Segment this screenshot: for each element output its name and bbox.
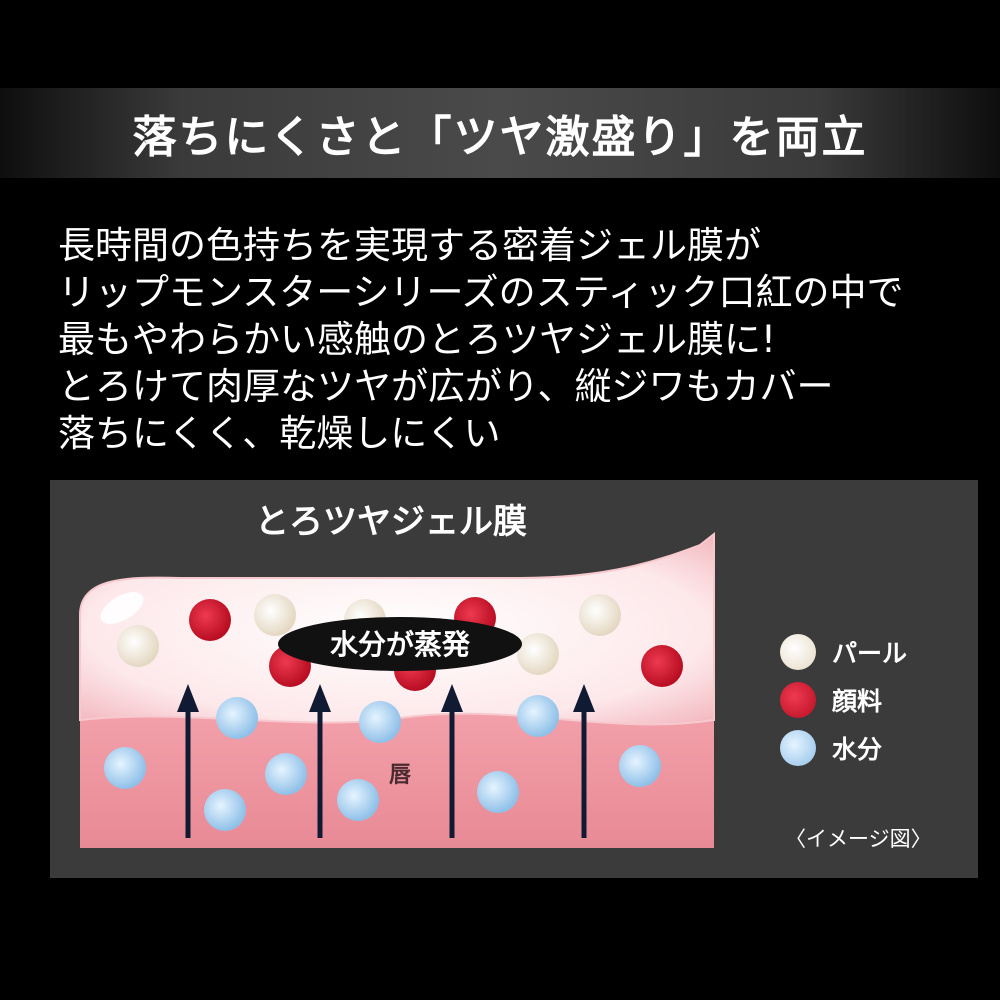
image-note: 〈イメージ図〉 (785, 827, 932, 851)
pearl-particle (579, 594, 621, 636)
diagram-title: とろツヤジェル膜 (255, 502, 527, 542)
legend: パール 顔料 水分 (780, 628, 907, 772)
legend-label: 水分 (832, 735, 883, 764)
description: 長時間の色持ちを実現する密着ジェル膜が リップモンスターシリーズのスティック口紅… (58, 222, 978, 457)
pearl-swatch-icon (780, 634, 816, 670)
legend-item-pigment: 顔料 (780, 676, 907, 724)
pearl-particle (517, 633, 559, 675)
pigment-swatch-icon (780, 682, 816, 718)
legend-label: 顔料 (832, 687, 883, 716)
lip-label: 唇 (389, 763, 412, 788)
pearl-particle (254, 594, 296, 636)
page-title: 落ちにくさと「ツヤ激盛り」を両立 (132, 112, 868, 163)
pigment-particle (189, 599, 231, 641)
gel-highlight (100, 592, 144, 624)
gel-film-diagram: 水分が蒸発 唇 とろツヤジェル膜 パール 顔料 水分 〈イメージ図〉 (50, 480, 978, 878)
water-swatch-icon (780, 730, 816, 766)
evaporation-label: 水分が蒸発 (330, 628, 471, 661)
description-line: 最もやわらかい感触のとろツヤジェル膜に! (58, 318, 776, 361)
description-line: 落ちにくく、乾燥しにくい (58, 412, 501, 455)
water-particle (359, 701, 401, 743)
water-particle (477, 771, 519, 813)
legend-item-pearl: パール (780, 628, 907, 676)
title-band: 落ちにくさと「ツヤ激盛り」を両立 (0, 88, 1000, 178)
legend-label: パール (832, 639, 908, 668)
water-particle (619, 745, 661, 787)
evaporation-arrow (573, 684, 595, 838)
evaporation-arrow (177, 684, 199, 838)
pigment-particle (641, 645, 683, 687)
description-line: リップモンスターシリーズのスティック口紅の中で (58, 271, 904, 314)
water-particle (517, 695, 559, 737)
water-particle (265, 753, 307, 795)
description-line: 長時間の色持ちを実現する密着ジェル膜が (58, 224, 761, 267)
diagram-illustration: 水分が蒸発 唇 (79, 531, 715, 848)
water-particle (204, 789, 246, 831)
evaporation-label-bg (278, 617, 522, 671)
description-line: とろけて肉厚なツヤが広がり、縦ジワもカバー (58, 365, 834, 408)
water-particle (216, 697, 258, 739)
evaporation-arrow (309, 684, 331, 838)
legend-item-water: 水分 (780, 724, 907, 772)
water-particle (104, 747, 146, 789)
evaporation-arrow (441, 684, 463, 838)
pearl-particle (117, 625, 159, 667)
water-particle (337, 779, 379, 821)
